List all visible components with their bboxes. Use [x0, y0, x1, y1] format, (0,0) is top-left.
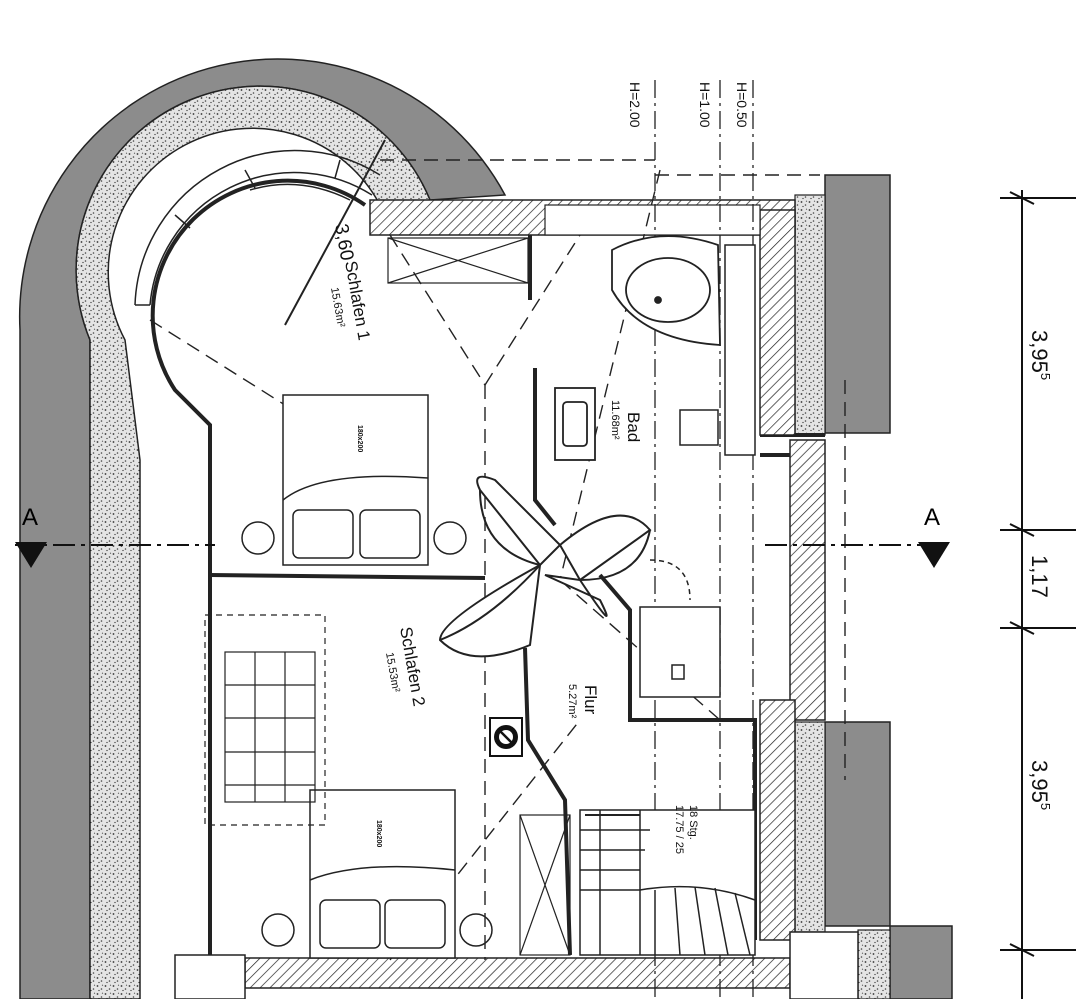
height-label-2-00: H=2.00 — [627, 82, 643, 128]
room-area-schlafen-1: 15.63m² — [328, 286, 347, 328]
section-label-left: A — [22, 504, 38, 531]
cabinet-boxes — [387, 237, 571, 956]
flur-fixture — [639, 559, 721, 698]
tower-window-label: 3,60 — [330, 222, 357, 262]
section-arrow-left — [15, 542, 47, 568]
bay-window — [134, 139, 386, 326]
height-label-0-50: H=0.50 — [734, 82, 750, 128]
room-area-bad: 11.68m² — [609, 400, 621, 440]
bed-schlafen-2 — [261, 789, 493, 959]
room-area-schlafen-2: 15.53m² — [383, 651, 402, 693]
dimension-middle: 1,17 — [1027, 555, 1052, 598]
bed-size-label-1: 180x200 — [356, 425, 363, 452]
bed-size-label-2: 180x200 — [375, 820, 382, 847]
outer-walls — [18, 58, 953, 999]
insulation-layer — [75, 85, 891, 999]
bottom-openings — [174, 931, 859, 999]
section-label-right: A — [924, 504, 940, 531]
stair-steps-label: 18 Stg. — [687, 805, 699, 840]
room-label-flur: Flur 5.27m² — [566, 684, 600, 719]
staircase — [579, 809, 756, 956]
stair-rise-run-label: 17.75 / 25 — [673, 805, 685, 854]
chimney — [489, 717, 523, 757]
room-name-flur: Flur — [581, 685, 600, 715]
room-name-schlafen-1: Schlafen 1 — [341, 259, 374, 341]
dimension-labels: 3,955 1,17 3,955 — [1027, 330, 1053, 810]
radiator-grid — [204, 614, 326, 826]
room-area-flur: 5.27m² — [566, 684, 578, 719]
room-label-schlafen-2: Schlafen 2 15.53m² — [383, 625, 429, 707]
room-label-schlafen-1: Schlafen 1 15.63m² — [328, 259, 374, 341]
toilet — [679, 244, 756, 456]
washbasin — [554, 387, 596, 461]
height-labels: H=2.00 H=1.00 H=0.50 — [627, 82, 750, 128]
height-label-1-00: H=1.00 — [697, 82, 713, 128]
room-name-bad: Bad — [624, 412, 643, 442]
room-label-bad: Bad 11.68m² — [609, 400, 643, 442]
dimension-top: 3,955 — [1027, 330, 1053, 380]
section-line: A A — [15, 504, 950, 568]
room-name-schlafen-2: Schlafen 2 — [396, 625, 429, 707]
dimension-chain — [1000, 190, 1076, 999]
dimension-bottom: 3,955 — [1027, 760, 1053, 810]
height-lines — [654, 80, 754, 999]
door-swings — [438, 475, 652, 658]
section-arrow-right — [918, 542, 950, 568]
bathtub — [611, 235, 721, 346]
bed-schlafen-1 — [241, 394, 467, 566]
hatched-walls — [244, 199, 826, 989]
